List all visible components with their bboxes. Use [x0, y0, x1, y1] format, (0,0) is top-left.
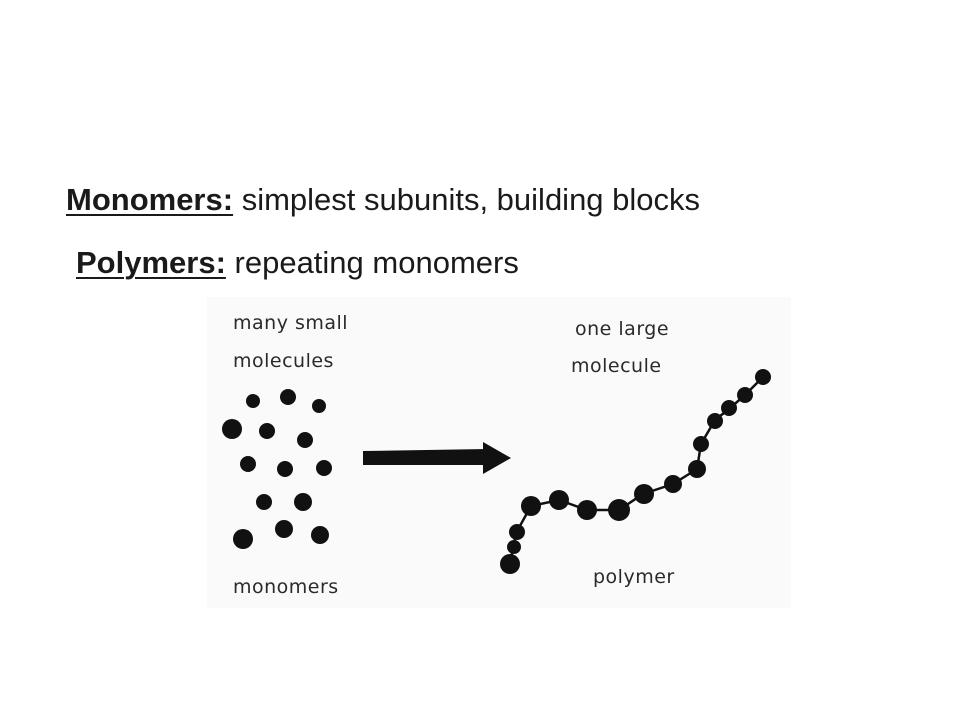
monomer-dot: [294, 493, 312, 511]
polymer-bead: [707, 413, 723, 429]
monomer-dot: [280, 389, 296, 405]
polymer-bead: [509, 524, 525, 540]
reaction-arrow: [363, 442, 511, 474]
polymer-bead: [500, 554, 520, 574]
polymer-bead: [688, 460, 706, 478]
monomer-dot: [222, 419, 242, 439]
right-caption-line2: molecule: [571, 355, 662, 377]
monomer-dot: [246, 394, 260, 408]
polymer-beads: [500, 369, 771, 574]
monomer-dot: [240, 456, 256, 472]
monomer-dot: [233, 529, 253, 549]
monomer-dot: [259, 423, 275, 439]
monomer-dot: [316, 460, 332, 476]
left-caption-line2: molecules: [233, 350, 334, 372]
monomer-dot: [311, 526, 329, 544]
monomer-dots: [222, 389, 332, 549]
monomers-description: simplest subunits, building blocks: [233, 182, 701, 217]
polymer-bead: [521, 496, 541, 516]
monomer-dot: [275, 520, 293, 538]
polymer-bead: [693, 436, 709, 452]
polymer-bead: [634, 484, 654, 504]
polymer-bead: [755, 369, 771, 385]
diagram-drawing: many small molecules one large molecule …: [222, 312, 771, 598]
monomers-term: Monomers:: [66, 182, 234, 217]
polymer-bead: [737, 387, 753, 403]
polymer-bead: [549, 490, 569, 510]
polymer-bead: [664, 475, 682, 493]
polymers-term: Polymers:: [76, 245, 226, 280]
right-caption-line1: one large: [575, 318, 669, 340]
left-caption-line1: many small: [233, 312, 348, 334]
monomer-dot: [277, 461, 293, 477]
polymers-definition: Polymers: repeating monomers: [76, 244, 519, 282]
monomer-dot: [312, 399, 326, 413]
polymer-bead: [721, 400, 737, 416]
monomer-dot: [297, 432, 313, 448]
polymer-bead: [507, 540, 521, 554]
monomers-label: monomers: [233, 576, 339, 598]
monomer-polymer-diagram: many small molecules one large molecule …: [207, 297, 791, 608]
monomer-dot: [256, 494, 272, 510]
monomers-definition: Monomers: simplest subunits, building bl…: [66, 181, 700, 219]
polymer-label: polymer: [593, 566, 675, 588]
polymers-description: repeating monomers: [225, 245, 519, 280]
polymer-bead: [577, 500, 597, 520]
polymer-bead: [608, 499, 630, 521]
